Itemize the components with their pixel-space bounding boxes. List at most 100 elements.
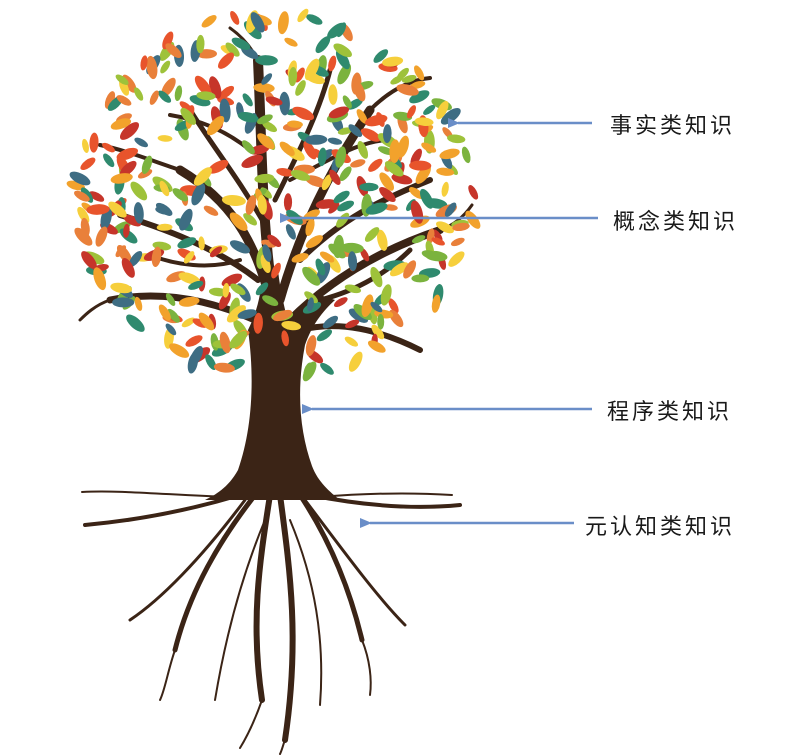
leaf bbox=[267, 234, 282, 247]
leaf bbox=[329, 169, 341, 185]
leaf bbox=[373, 49, 389, 63]
leaf bbox=[189, 346, 203, 366]
tree-root bbox=[277, 492, 296, 743]
leaf bbox=[295, 80, 306, 96]
leaf bbox=[262, 295, 279, 306]
leaf bbox=[134, 296, 143, 311]
leaf bbox=[328, 84, 338, 105]
leaf bbox=[194, 75, 212, 96]
leaf bbox=[396, 84, 419, 96]
leaf bbox=[305, 134, 328, 145]
leaf bbox=[254, 173, 275, 184]
leaf bbox=[360, 248, 370, 262]
leaf bbox=[315, 36, 331, 54]
leaf bbox=[304, 291, 318, 304]
leaf bbox=[440, 108, 461, 125]
leaf bbox=[151, 246, 162, 268]
leaf bbox=[305, 218, 315, 237]
leaf bbox=[408, 187, 424, 199]
leaf bbox=[356, 109, 368, 124]
leaf bbox=[380, 284, 392, 306]
leaf bbox=[165, 323, 177, 336]
leaf bbox=[335, 49, 350, 70]
leaf bbox=[273, 309, 293, 322]
leaf bbox=[294, 67, 305, 83]
tree-root bbox=[81, 490, 231, 498]
leaf bbox=[447, 134, 466, 144]
leaf bbox=[411, 274, 430, 283]
leaf bbox=[441, 181, 449, 197]
leaf bbox=[328, 106, 350, 119]
leaf bbox=[283, 193, 293, 212]
leaf bbox=[205, 354, 217, 370]
leaf bbox=[364, 227, 380, 242]
leaf bbox=[410, 148, 422, 166]
label-conceptual-knowledge: 概念类知识 bbox=[613, 210, 739, 235]
leaf bbox=[218, 52, 234, 69]
leaf bbox=[285, 224, 296, 240]
leaf bbox=[391, 173, 413, 185]
leaf bbox=[74, 190, 90, 202]
leaf bbox=[160, 60, 171, 74]
leaf bbox=[158, 90, 172, 103]
leaf bbox=[337, 200, 355, 212]
leaf bbox=[279, 141, 295, 157]
leaf bbox=[262, 121, 278, 133]
leaf bbox=[315, 258, 326, 276]
leaf bbox=[110, 282, 133, 294]
leaf bbox=[371, 324, 385, 340]
leaf bbox=[225, 42, 240, 57]
leaf bbox=[196, 91, 216, 101]
leaf bbox=[368, 158, 383, 172]
leaf bbox=[379, 186, 396, 203]
leaf bbox=[257, 133, 275, 150]
leaf bbox=[321, 174, 332, 191]
leaf bbox=[255, 55, 278, 66]
leaf bbox=[302, 266, 321, 286]
leaf bbox=[219, 331, 231, 354]
leaf bbox=[384, 161, 404, 177]
leaf bbox=[213, 362, 235, 373]
leaf bbox=[179, 208, 193, 231]
leaf bbox=[95, 226, 108, 247]
leaf bbox=[319, 251, 335, 263]
leaf bbox=[461, 146, 471, 164]
leaf bbox=[245, 195, 257, 215]
leaf bbox=[133, 87, 144, 101]
tree-branch bbox=[272, 67, 333, 203]
leaf bbox=[237, 309, 257, 319]
leaf bbox=[112, 297, 135, 308]
leaf bbox=[255, 282, 269, 296]
leaf bbox=[162, 31, 174, 50]
leaf bbox=[198, 236, 205, 251]
leaf bbox=[86, 204, 110, 215]
leaf bbox=[183, 251, 195, 264]
leaf bbox=[292, 106, 315, 121]
leaf bbox=[230, 283, 246, 296]
leaf bbox=[218, 291, 231, 310]
leaf bbox=[388, 298, 399, 314]
leaf bbox=[316, 329, 333, 342]
leaf bbox=[116, 95, 132, 106]
leaf bbox=[290, 169, 311, 181]
leaf bbox=[409, 90, 430, 104]
leaf bbox=[333, 190, 350, 204]
leaf bbox=[361, 294, 374, 318]
leaf bbox=[288, 67, 298, 87]
leaf bbox=[389, 139, 401, 164]
tree-root bbox=[172, 492, 258, 653]
leaf bbox=[370, 301, 383, 313]
leaf bbox=[348, 308, 369, 323]
leaf bbox=[253, 312, 263, 334]
leaf bbox=[421, 250, 440, 260]
leaf bbox=[350, 159, 366, 168]
leaf bbox=[306, 14, 323, 25]
leaf bbox=[242, 93, 253, 107]
tree-root bbox=[214, 519, 266, 701]
leaf bbox=[80, 157, 96, 171]
tree-root bbox=[253, 492, 273, 703]
leaf bbox=[315, 199, 337, 209]
leaf bbox=[403, 260, 417, 279]
tree-root bbox=[279, 739, 286, 755]
leaf bbox=[198, 312, 215, 331]
